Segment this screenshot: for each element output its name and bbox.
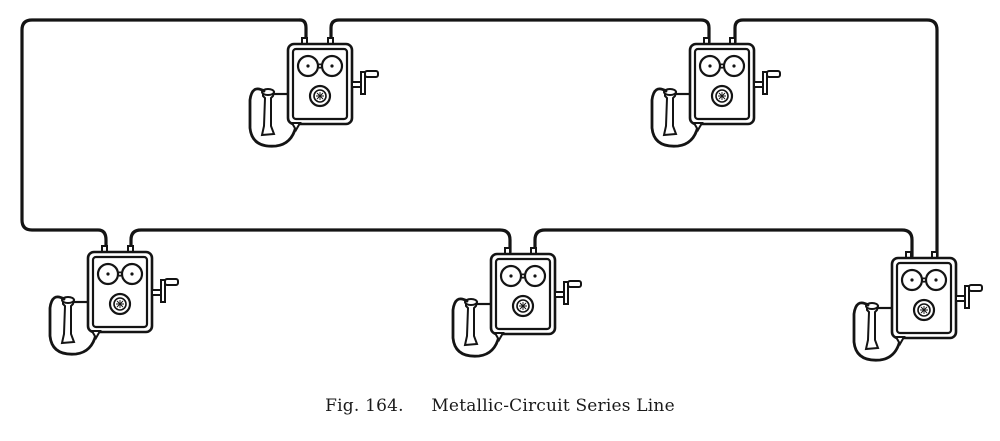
line-wire-top-left-drop [298, 18, 308, 44]
line-wire-bottom-left [129, 228, 512, 254]
figure-title: Metallic-Circuit Series Line [431, 396, 675, 416]
telephone-station-4 [451, 246, 583, 358]
telephone-station-2 [650, 36, 782, 148]
telephone-station-3 [48, 244, 180, 356]
line-wire-top-left [20, 18, 302, 252]
telephone-station-1 [248, 36, 380, 148]
line-wire-bottom-right [533, 228, 914, 258]
figure-number: Fig. 164. [325, 396, 404, 416]
figure-caption: Fig. 164. Metallic-Circuit Series Line [0, 396, 1000, 416]
telephone-station-5 [852, 250, 984, 362]
line-wire-top-middle [329, 18, 711, 44]
line-wire-top-right [733, 18, 939, 258]
